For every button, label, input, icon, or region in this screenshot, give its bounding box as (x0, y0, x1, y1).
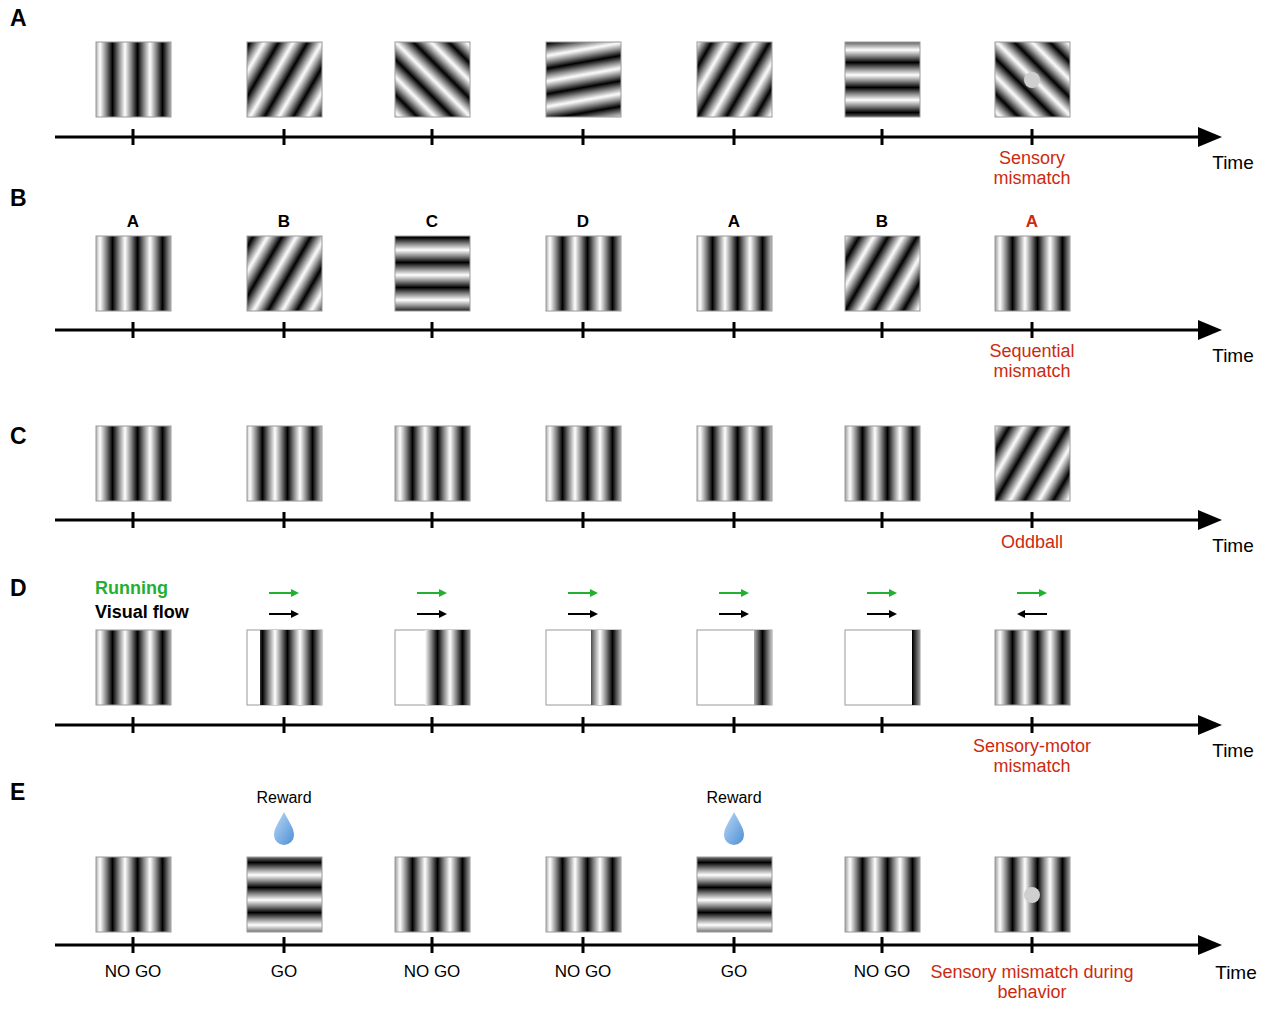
trial-label: NO GO (854, 962, 911, 981)
sequence-letter: B (278, 212, 290, 231)
axis-label: Time (1215, 962, 1257, 983)
panel-letter: B (10, 186, 27, 212)
grating-stimulus (96, 426, 1070, 501)
event-label: Sensory mismatch during behavior (927, 962, 1137, 1002)
sequence-letter: A (728, 212, 740, 231)
grating-stimulus (96, 857, 1070, 932)
axis-label: Time (1212, 535, 1254, 556)
grating-stimulus (96, 42, 1070, 117)
event-label: Sensory mismatch (972, 148, 1092, 188)
axis-label: Time (1212, 345, 1254, 366)
event-label: Oddball (972, 532, 1092, 552)
panel-letter: C (10, 424, 27, 450)
legend-visual-flow: Visual flow (95, 602, 189, 622)
grating-stimulus (96, 236, 1070, 311)
reward-label: Reward (256, 789, 311, 807)
reward-drop (274, 812, 744, 845)
panel-letter: A (10, 6, 27, 32)
mismatch-dot (1024, 72, 1040, 88)
event-label: Sequential mismatch (972, 341, 1092, 381)
panel-letter: D (10, 576, 27, 602)
motion-arrow (269, 593, 1047, 614)
axis-label: Time (1212, 152, 1254, 173)
trial-label: NO GO (105, 962, 162, 981)
sequence-letter: B (876, 212, 888, 231)
sequence-letter: D (577, 212, 589, 231)
axis-label: Time (1212, 740, 1254, 761)
trial-label: NO GO (555, 962, 612, 981)
time-axis (55, 129, 1205, 953)
sequence-letter: A (1026, 212, 1038, 231)
trial-label: GO (271, 962, 297, 981)
sequence-letter: C (426, 212, 438, 231)
legend-running: Running (95, 578, 168, 598)
event-label: Sensory-motor mismatch (947, 736, 1117, 776)
panel-letter: E (10, 780, 25, 806)
sequence-letter: A (127, 212, 139, 231)
trial-label: GO (721, 962, 747, 981)
mismatch-dot (1024, 887, 1040, 903)
grating-stimulus (96, 630, 1070, 705)
reward-label: Reward (706, 789, 761, 807)
trial-label: NO GO (404, 962, 461, 981)
